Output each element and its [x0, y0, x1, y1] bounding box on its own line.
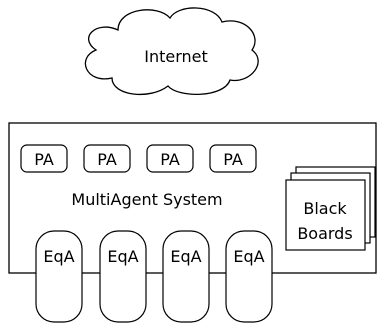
pa-label: PA: [97, 150, 117, 169]
pa-agent-3: PA: [146, 144, 194, 173]
board-front: [285, 179, 366, 251]
internet-label: Internet: [144, 47, 208, 66]
eqa-agent-4: EqA: [225, 230, 273, 323]
pa-box: [83, 144, 131, 173]
pa-label: PA: [223, 150, 243, 169]
eqa-agent-3: EqA: [162, 230, 210, 323]
eqa-label: EqA: [107, 247, 138, 266]
eqa-capsule: [99, 230, 147, 323]
internet-cloud: Internet: [84, 7, 259, 96]
system-label: MultiAgent System: [71, 190, 222, 209]
eqa-capsule: [35, 230, 83, 323]
eqa-capsule: [225, 230, 273, 323]
pa-label: PA: [160, 150, 180, 169]
blackboards-line2: Boards: [297, 224, 352, 243]
eqa-agent-1: EqA: [35, 230, 83, 323]
eqa-label: EqA: [233, 247, 264, 266]
blackboards-stack: Black Boards: [285, 166, 376, 251]
pa-box: [209, 144, 257, 173]
eqa-label: EqA: [170, 247, 201, 266]
pa-box: [20, 144, 68, 173]
cloud-shape: [84, 7, 259, 96]
pa-agent-4: PA: [209, 144, 257, 173]
pa-box: [146, 144, 194, 173]
eqa-capsule: [162, 230, 210, 323]
pa-agent-2: PA: [83, 144, 131, 173]
eqa-label: EqA: [43, 247, 74, 266]
pa-label: PA: [34, 150, 54, 169]
pa-agent-1: PA: [20, 144, 68, 173]
blackboards-line1: Black: [303, 199, 347, 218]
eqa-agent-2: EqA: [99, 230, 147, 323]
